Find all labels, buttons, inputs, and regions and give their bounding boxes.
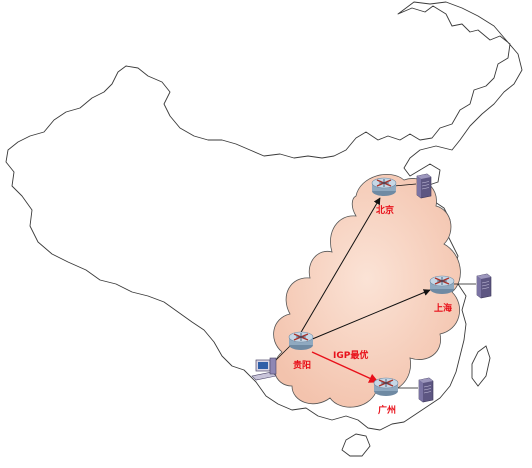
taiwan-island-outline <box>471 345 491 387</box>
server-icon <box>418 377 434 403</box>
router-shanghai[interactable] <box>429 275 455 295</box>
client-pc[interactable] <box>251 357 277 381</box>
router-icon <box>288 331 314 351</box>
server-icon <box>476 273 492 299</box>
network-cloud <box>273 173 461 408</box>
label-guangzhou: 广州 <box>378 404 396 416</box>
hainan-island-outline <box>341 433 371 457</box>
router-icon <box>429 275 455 295</box>
link-guiyang-guangzhou-igp <box>311 351 379 383</box>
label-igp-optimal: IGP最优 <box>333 349 368 361</box>
label-shanghai: 上海 <box>434 302 452 314</box>
router-beijing[interactable] <box>371 177 397 197</box>
server-beijing[interactable] <box>416 173 432 199</box>
server-icon <box>416 173 432 199</box>
link-guiyang-shanghai <box>309 289 431 341</box>
router-icon <box>371 177 397 197</box>
server-shanghai[interactable] <box>476 273 492 299</box>
router-guangzhou[interactable] <box>373 377 399 397</box>
link-guiyang-beijing <box>299 197 381 335</box>
router-guiyang[interactable] <box>288 331 314 351</box>
label-beijing: 北京 <box>376 204 394 216</box>
server-link-beijing <box>393 183 417 187</box>
server-guangzhou[interactable] <box>418 377 434 403</box>
router-icon <box>373 377 399 397</box>
pc-icon <box>251 357 277 381</box>
label-guiyang: 贵阳 <box>293 359 311 371</box>
